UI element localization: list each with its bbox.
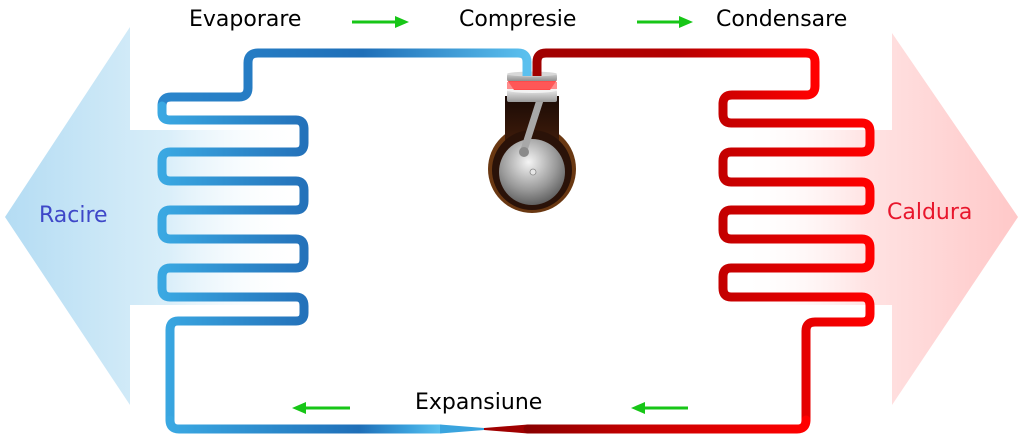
label-cooling: Racire bbox=[39, 203, 108, 228]
flow-arrow-comp-to-cond bbox=[637, 16, 693, 28]
flow-arrow-bottom-right bbox=[631, 402, 688, 414]
condenser-coil bbox=[523, 48, 875, 434]
connecting-rod bbox=[520, 96, 544, 154]
label-evaporation: Evaporare bbox=[189, 7, 302, 32]
cooling-arrow bbox=[5, 27, 300, 405]
label-heat: Caldura bbox=[887, 200, 973, 225]
flow-arrow-evap-to-comp bbox=[352, 16, 409, 28]
expansion-valve bbox=[440, 424, 528, 434]
evaporator-coil bbox=[157, 48, 532, 434]
label-compression: Compresie bbox=[459, 7, 577, 32]
label-condensation: Condensare bbox=[716, 7, 848, 32]
label-expansion: Expansiune bbox=[415, 390, 543, 415]
flow-arrow-bottom-left bbox=[292, 402, 350, 414]
compressor bbox=[488, 62, 576, 213]
piston bbox=[507, 90, 557, 102]
heat-arrow bbox=[740, 33, 1018, 405]
